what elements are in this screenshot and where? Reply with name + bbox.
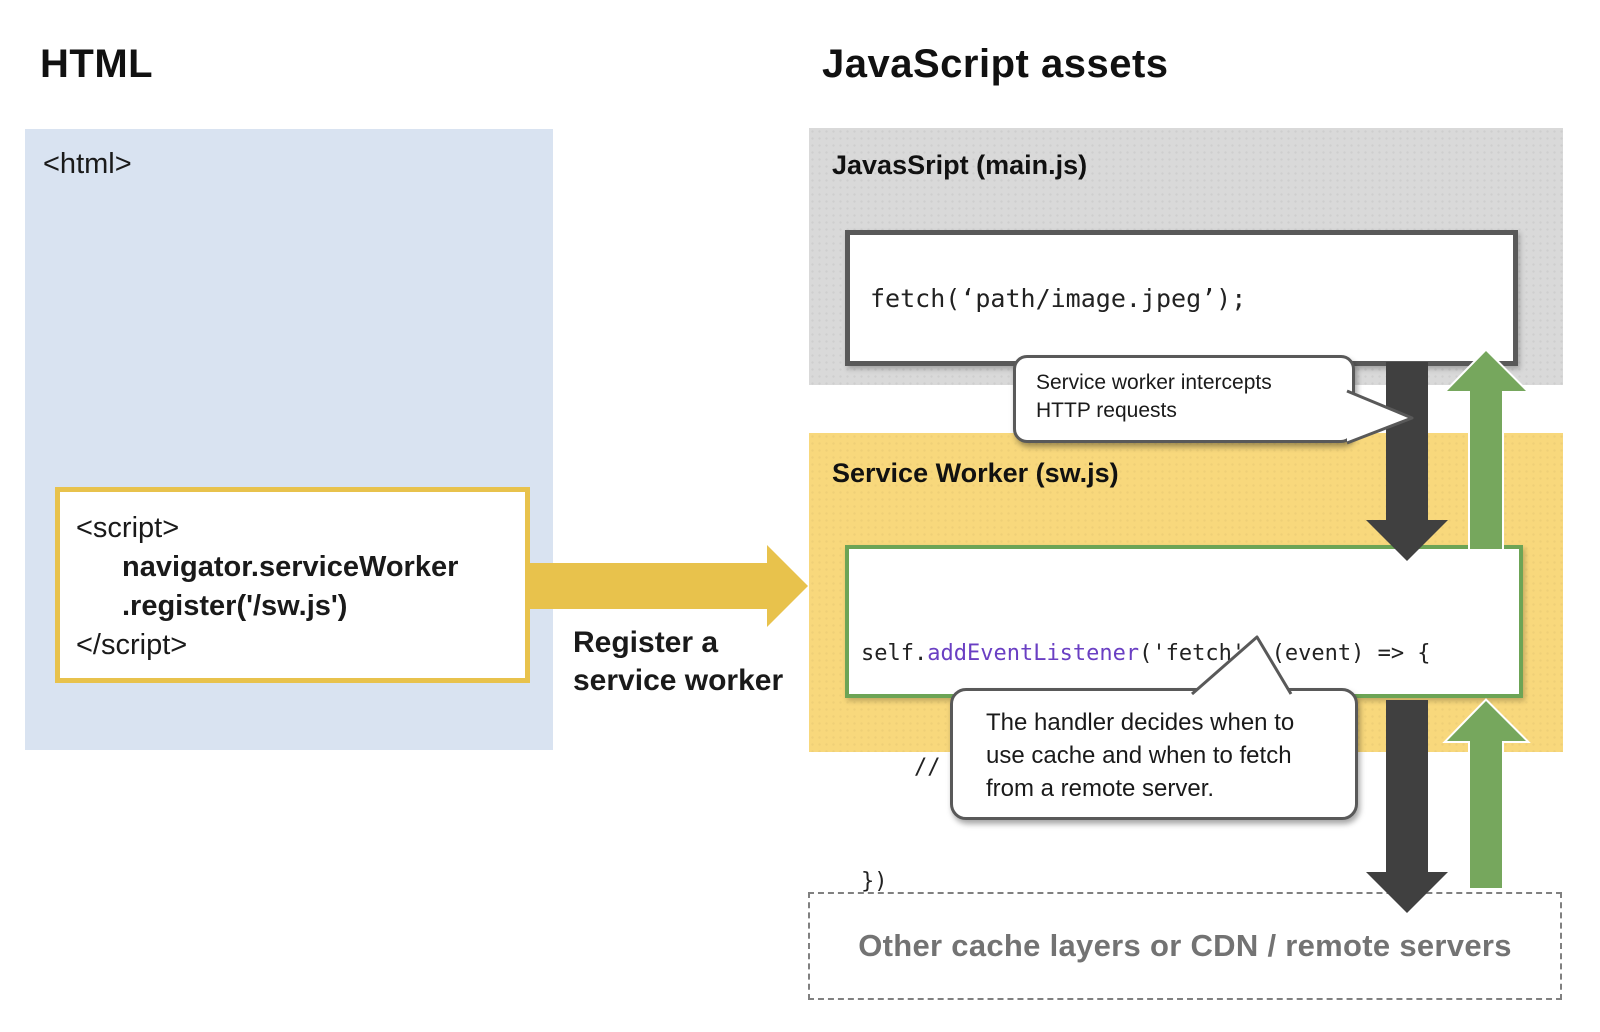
- register-label-line-2: service worker: [573, 664, 784, 697]
- handler-callout-line-3: from a remote server.: [986, 775, 1215, 802]
- script-open-tag: <script>: [76, 512, 180, 544]
- script-close-tag: </script>: [76, 629, 188, 661]
- javascript-assets-heading: JavaScript assets: [822, 42, 1169, 86]
- remote-servers-box: Other cache layers or CDN / remote serve…: [808, 892, 1562, 1000]
- handler-callout-line-1: The handler decides when to: [986, 709, 1295, 736]
- sw-code-box: self.addEventListener('fetch', (event) =…: [845, 545, 1523, 894]
- intercept-callout-line-2: HTTP requests: [1036, 399, 1177, 422]
- handler-callout-line-2: use cache and when to fetch: [986, 742, 1292, 769]
- sw-code-line-3: }): [861, 869, 888, 894]
- html-column-heading: HTML: [40, 42, 154, 86]
- sw-code-self: self.: [861, 641, 928, 666]
- register-script-box: <script> navigator.serviceWorker .regist…: [55, 487, 530, 683]
- main-js-panel-title: JavasSript (main.js): [832, 150, 1088, 180]
- remote-servers-label: Other cache layers or CDN / remote serve…: [858, 928, 1512, 963]
- html-open-tag: <html>: [43, 148, 132, 180]
- intercept-callout-line-1: Service worker intercepts: [1036, 371, 1272, 394]
- register-label-line-1: Register a: [573, 626, 719, 659]
- fetch-code-box: fetch(‘path/image.jpeg’);: [845, 230, 1518, 366]
- script-code-line-1: navigator.serviceWorker: [122, 551, 459, 583]
- script-code-line-2: .register('/sw.js'): [122, 590, 348, 622]
- sw-code-args: ('fetch', (event) => {: [1139, 641, 1431, 666]
- register-arrow-label: Register a service worker: [573, 624, 783, 700]
- sw-code-addeventlistener: addEventListener: [927, 641, 1140, 666]
- handler-callout-bubble: The handler decides when to use cache an…: [950, 688, 1358, 820]
- fetch-code: fetch(‘path/image.jpeg’);: [870, 283, 1247, 313]
- register-right-arrow-icon: [530, 545, 808, 627]
- sw-code-line-1: self.addEventListener('fetch', (event) =…: [861, 635, 1519, 673]
- intercept-callout-bubble: Service worker intercepts HTTP requests: [1013, 355, 1355, 443]
- service-worker-panel-title: Service Worker (sw.js): [832, 458, 1119, 488]
